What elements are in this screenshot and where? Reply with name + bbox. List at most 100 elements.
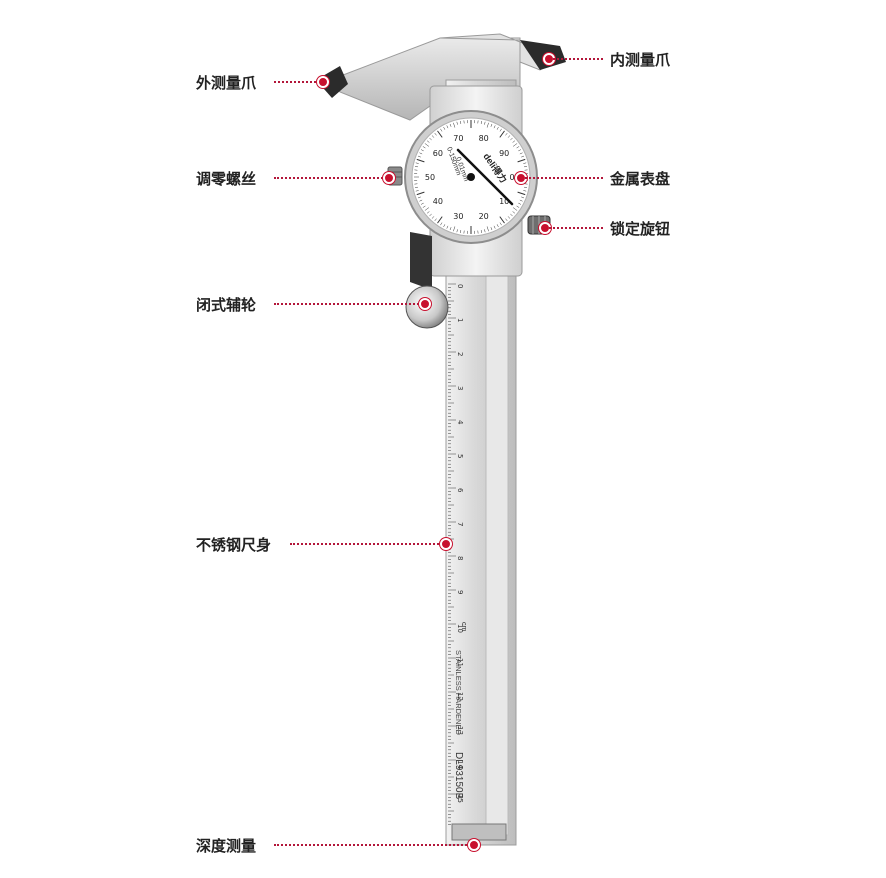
dial-tick (434, 132, 437, 136)
dial-tick (523, 166, 528, 168)
dial-tick (426, 140, 430, 143)
dial-tick (443, 224, 446, 228)
dial-tick (505, 218, 508, 222)
dial-tick (510, 137, 513, 141)
dial-tick (460, 229, 462, 234)
callout-lock-knob: 锁定旋钮 (610, 220, 671, 238)
marker-depth (468, 839, 480, 851)
dial-tick (453, 226, 456, 232)
dial-number: 30 (453, 212, 463, 221)
dial-tick (414, 186, 419, 188)
dial-tick (460, 120, 462, 125)
dial-tick (512, 140, 516, 143)
ruler-unit: cm (460, 622, 467, 632)
marker-thumb-wheel (419, 298, 431, 310)
dial-number: 70 (453, 134, 463, 143)
dial-tick (437, 130, 443, 138)
dial-tick (419, 199, 423, 202)
dial-tick (416, 158, 425, 163)
dial-tick (519, 152, 523, 155)
callout-depth: 深度测量 (196, 837, 257, 855)
dial-tick (429, 213, 432, 217)
dial-tick (434, 218, 437, 222)
thumb-lever (410, 232, 432, 290)
ruler-number: 3 (456, 386, 464, 390)
dial-tick (507, 216, 511, 219)
dial-tick (419, 152, 423, 155)
dial-tick (519, 199, 523, 202)
dial-tick (490, 227, 493, 231)
dial-tick (446, 225, 449, 229)
dial-tick (416, 191, 425, 196)
ruler-number: 12 (456, 692, 464, 701)
dial-tick (512, 211, 516, 214)
dial-number: 60 (433, 149, 443, 158)
dial-tick (496, 224, 499, 228)
dial-number: 80 (479, 134, 489, 143)
dial-tick (490, 123, 493, 127)
ruler-material: STAINLESS HARDENED (454, 650, 463, 735)
dial-tick (493, 125, 496, 129)
dial-tick (516, 146, 520, 149)
leader-lock-knob (549, 227, 603, 229)
dial-tick (437, 216, 443, 224)
dial-tick (426, 211, 430, 214)
dial-tick (507, 135, 511, 138)
dial-tick (499, 128, 502, 132)
dial-tick (486, 226, 489, 232)
dial-tick (443, 126, 446, 130)
dial-tick (422, 146, 426, 149)
ruler-number: 2 (456, 352, 464, 356)
dial-tick (517, 158, 526, 163)
dial-tick (480, 229, 482, 234)
dial-tick (518, 202, 522, 205)
callout-outer-jaw: 外测量爪 (196, 74, 257, 92)
dial-tick (512, 143, 518, 147)
dial-tick (440, 128, 443, 132)
dial-tick (431, 216, 435, 219)
marker-outer-jaw (317, 76, 329, 88)
dial-tick (446, 125, 449, 129)
dial-tick (499, 216, 505, 224)
dial-tick (510, 213, 513, 217)
callout-zero-screw: 调零螺丝 (196, 170, 257, 188)
dial-tick (429, 137, 432, 141)
leader-thumb-wheel (274, 303, 422, 305)
dial-tick (484, 121, 486, 125)
dial-number: 10 (499, 197, 509, 206)
ruler-number: 9 (456, 590, 464, 594)
dial-tick (456, 121, 458, 125)
dial-tick (517, 191, 526, 196)
dial-number: 50 (425, 173, 435, 182)
dial-tick (417, 155, 421, 158)
ruler-number: 14 (456, 760, 464, 769)
depth-rod (451, 823, 507, 841)
ruler-number: 15 (456, 794, 464, 803)
leader-outer-jaw (274, 81, 320, 83)
dial-number: 0 (509, 173, 514, 182)
dial-tick (456, 229, 458, 233)
leader-zero-screw (274, 177, 386, 179)
dial-tick (449, 123, 452, 127)
dial-tick (523, 186, 528, 188)
dial-tick (523, 190, 527, 192)
callout-thumb-wheel: 闭式辅轮 (196, 296, 257, 314)
dial-tick (523, 162, 527, 164)
dial-needle (456, 148, 514, 206)
dial-tick (486, 122, 489, 128)
ruler-number: 4 (456, 420, 464, 425)
dial-tick (415, 162, 419, 164)
ruler-number: 13 (456, 726, 464, 735)
dial-tick (440, 222, 443, 226)
marker-zero-screw (383, 172, 395, 184)
dial-tick (521, 155, 525, 158)
dial-number: 40 (433, 197, 443, 206)
leader-depth (274, 844, 470, 846)
callout-dial: 金属表盘 (610, 170, 671, 188)
ruler-number: 5 (456, 454, 464, 458)
ruler-number: 0 (456, 284, 464, 288)
callout-ruler-body: 不锈钢尺身 (196, 536, 272, 554)
